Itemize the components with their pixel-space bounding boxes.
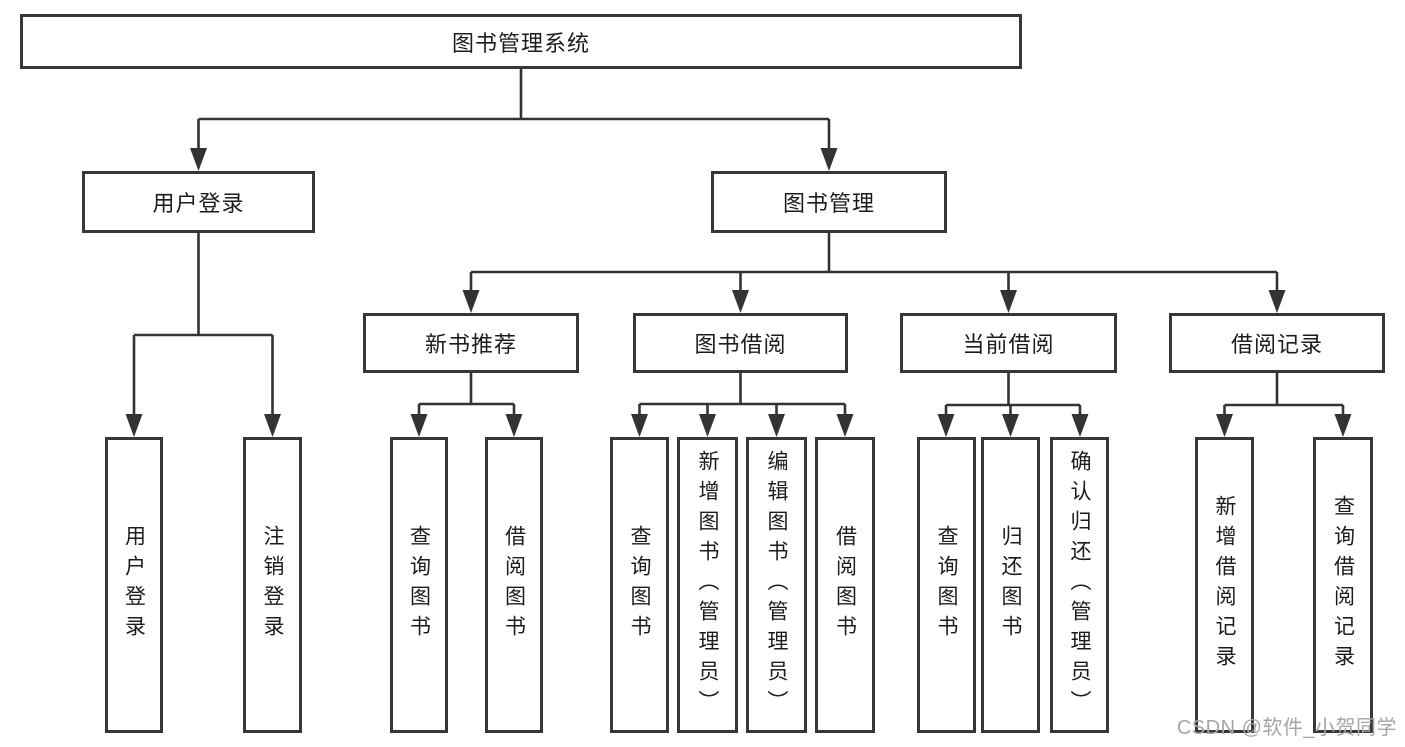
leaf-add-books-admin: 新增图书（管理员） xyxy=(677,437,738,733)
leaf-add-borrow-record-label: 新增借阅记录 xyxy=(1213,495,1236,675)
leaf-borrow-books-recommend: 借阅图书 xyxy=(485,437,543,733)
connector-root-to-level2 xyxy=(197,69,831,150)
connector-currentborrow-to-leaves xyxy=(944,373,1082,416)
node-current-borrow: 当前借阅 xyxy=(900,313,1117,373)
connector-bookborrow-to-leaves xyxy=(638,373,847,416)
node-user-login-label: 用户登录 xyxy=(152,191,245,216)
node-book-borrow: 图书借阅 xyxy=(633,313,848,373)
leaf-add-borrow-record: 新增借阅记录 xyxy=(1195,437,1254,733)
leaf-query-borrow-record: 查询借阅记录 xyxy=(1313,437,1373,733)
leaf-confirm-return-admin: 确认归还（管理员） xyxy=(1050,437,1109,733)
arrowheads xyxy=(125,148,1352,437)
leaf-query-borrow-record-label: 查询借阅记录 xyxy=(1331,495,1355,675)
leaf-query-books-recommend: 查询图书 xyxy=(390,437,448,733)
connector-userlogin-to-leaves xyxy=(132,233,274,416)
leaf-edit-books-admin-label: 编辑图书（管理员） xyxy=(765,450,788,720)
connector-newbook-to-leaves xyxy=(417,373,516,416)
leaf-return-books: 归还图书 xyxy=(981,437,1040,733)
node-root: 图书管理系统 xyxy=(20,14,1022,69)
leaf-query-books-current: 查询图书 xyxy=(917,437,976,733)
leaf-query-books-borrow-label: 查询图书 xyxy=(628,525,651,645)
leaf-logout: 注销登录 xyxy=(243,437,302,733)
node-root-label: 图书管理系统 xyxy=(451,30,590,56)
node-current-borrow-label: 当前借阅 xyxy=(962,332,1055,357)
node-user-login: 用户登录 xyxy=(82,171,315,233)
node-borrow-records-label: 借阅记录 xyxy=(1230,332,1323,357)
node-new-book-recommend-label: 新书推荐 xyxy=(424,332,517,357)
leaf-confirm-return-admin-label: 确认归还（管理员） xyxy=(1068,450,1091,720)
connector-bookmgmt-to-level3 xyxy=(469,233,1279,292)
leaf-add-books-admin-label: 新增图书（管理员） xyxy=(696,450,719,720)
leaf-query-books-recommend-label: 查询图书 xyxy=(407,525,431,645)
leaf-user-login: 用户登录 xyxy=(105,437,163,733)
connector-records-to-leaves xyxy=(1223,373,1345,416)
leaf-borrow-books-label: 借阅图书 xyxy=(833,525,857,645)
leaf-edit-books-admin: 编辑图书（管理员） xyxy=(746,437,807,733)
node-borrow-records: 借阅记录 xyxy=(1169,313,1385,373)
leaf-return-books-label: 归还图书 xyxy=(999,525,1022,645)
node-new-book-recommend: 新书推荐 xyxy=(363,313,579,373)
node-book-management-label: 图书管理 xyxy=(782,191,875,216)
leaf-borrow-books: 借阅图书 xyxy=(815,437,875,733)
csdn-watermark: CSDN @软件_小贺同学 xyxy=(1176,717,1397,739)
node-book-management: 图书管理 xyxy=(711,171,947,233)
leaf-user-login-label: 用户登录 xyxy=(122,525,146,645)
node-book-borrow-label: 图书借阅 xyxy=(694,332,787,357)
leaf-logout-label: 注销登录 xyxy=(261,525,284,645)
leaf-query-books-current-label: 查询图书 xyxy=(935,525,958,645)
leaf-borrow-books-recommend-label: 借阅图书 xyxy=(502,525,526,645)
leaf-query-books-borrow: 查询图书 xyxy=(610,437,669,733)
